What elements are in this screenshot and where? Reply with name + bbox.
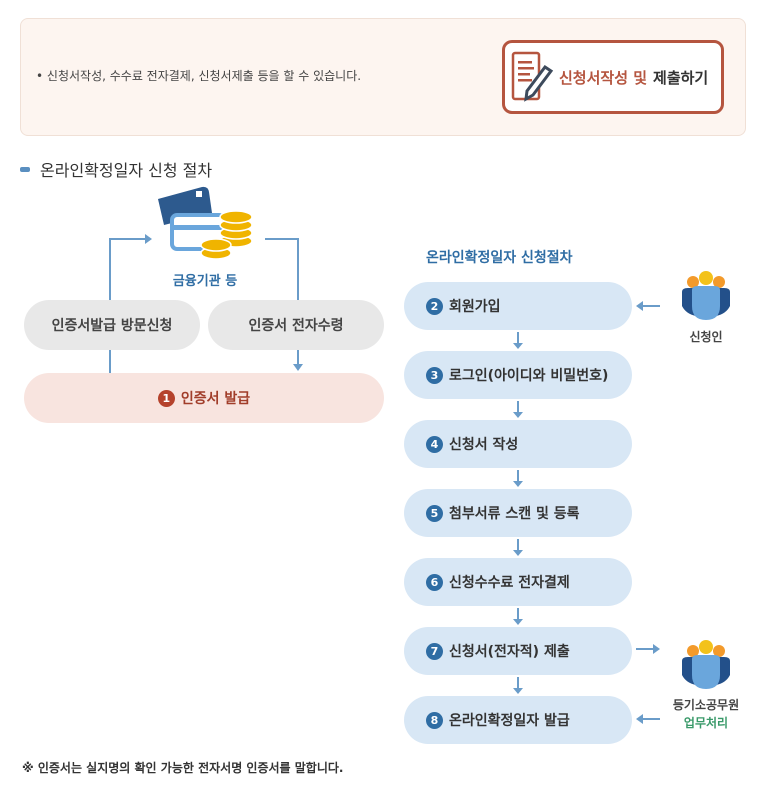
electronic-receive-pill: 인증서 전자수령 — [208, 300, 384, 350]
arrow-left-icon — [636, 714, 643, 724]
arrow-down-icon — [513, 619, 523, 625]
procedure-step: 5 첨부서류 스캔 및 등록 — [404, 489, 632, 537]
arrow-down-icon — [293, 364, 303, 371]
connector-line — [517, 539, 519, 551]
button-label-1: 신청서작성 및 — [559, 68, 648, 87]
institution-label: 금융기관 등 — [172, 274, 238, 289]
connector-line — [265, 238, 299, 240]
section-title-text: 온라인확정일자 신청 절차 — [40, 161, 213, 180]
connector-line — [636, 648, 654, 650]
arrow-down-icon — [513, 481, 523, 487]
procedure-step: 2 회원가입 — [404, 282, 632, 330]
official-sub-label: 업무처리 — [683, 716, 729, 730]
connector-line — [517, 608, 519, 620]
procedure-step: 4 신청서 작성 — [404, 420, 632, 468]
step-label: 첨부서류 스캔 및 등록 — [449, 506, 580, 522]
step-number: 7 — [426, 642, 443, 660]
document-pen-icon — [511, 51, 554, 102]
info-description: • 신청서작성, 수수료 전자결제, 신청서제출 등을 할 수 있습니다. — [36, 69, 362, 83]
issue-label: 인증서 발급 — [180, 391, 251, 407]
arrow-down-icon — [513, 688, 523, 694]
step-number: 1 — [157, 389, 175, 407]
section-title: 온라인확정일자 신청 절차 — [20, 157, 212, 181]
footnote: ※ 인증서는 실지명의 확인 가능한 전자서명 인증서를 말합니다. — [22, 761, 344, 775]
connector-line — [517, 677, 519, 689]
button-label-2: 제출하기 — [653, 68, 709, 87]
step-number: 2 — [426, 297, 443, 315]
step-label: 온라인확정일자 발급 — [449, 713, 570, 729]
connector-line — [517, 470, 519, 482]
connector-line — [517, 332, 519, 344]
arrow-down-icon — [513, 550, 523, 556]
step-label: 회원가입 — [449, 299, 501, 315]
visit-application-pill: 인증서발급 방문신청 — [24, 300, 200, 350]
card-coins-icon — [158, 186, 253, 260]
applicant-label: 신청인 — [689, 330, 723, 344]
applicant-icon — [682, 271, 730, 320]
description-text: 신청서작성, 수수료 전자결제, 신청서제출 등을 할 수 있습니다. — [46, 69, 362, 83]
arrow-left-icon — [636, 301, 643, 311]
step-label: 신청서 작성 — [449, 437, 519, 453]
official-label: 등기소공무원 — [672, 698, 740, 712]
certificate-issue-pill: 1 인증서 발급 — [24, 373, 384, 423]
connector-line — [517, 401, 519, 413]
official-icon — [682, 640, 730, 689]
procedure-step: 6 신청수수료 전자결제 — [404, 558, 632, 606]
step-label: 신청서(전자적) 제출 — [449, 644, 570, 660]
connector-line — [642, 305, 660, 307]
procedure-step: 3 로그인(아이디와 비밀번호) — [404, 351, 632, 399]
write-submit-button[interactable]: 신청서작성 및 제출하기 — [502, 40, 724, 114]
step-number: 8 — [426, 711, 443, 729]
bullet-marker — [20, 166, 30, 172]
step-number: 4 — [426, 435, 443, 453]
procedure-step: 8 온라인확정일자 발급 — [404, 696, 632, 744]
arrow-down-icon — [513, 412, 523, 418]
procedure-step: 7 신청서(전자적) 제출 — [404, 627, 632, 675]
connector-line — [109, 238, 147, 240]
arrow-right-icon — [653, 644, 660, 654]
step-label: 로그인(아이디와 비밀번호) — [449, 368, 609, 384]
step-label: 신청수수료 전자결제 — [449, 575, 570, 591]
step-number: 5 — [426, 504, 443, 522]
arrow-right-icon — [145, 234, 152, 244]
arrow-down-icon — [513, 343, 523, 349]
procedure-title: 온라인확정일자 신청절차 — [426, 250, 573, 266]
connector-line — [642, 718, 660, 720]
step-number: 3 — [426, 366, 443, 384]
step-number: 6 — [426, 573, 443, 591]
